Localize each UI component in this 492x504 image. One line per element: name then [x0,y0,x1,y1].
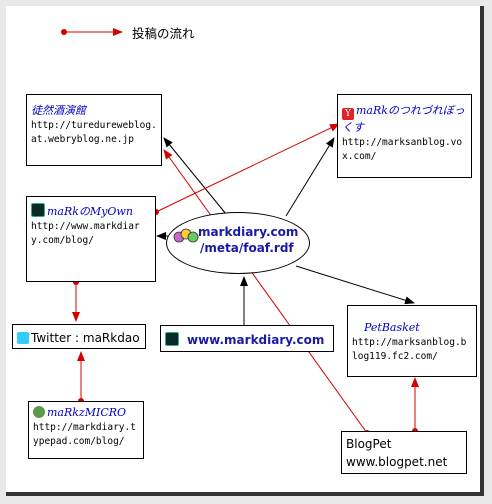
node-myown-url: http://www.markdiary.com/blog/ [31,220,140,246]
center-foaf-node [166,212,310,274]
node-petbasket-title: PetBasket [364,321,420,334]
node-myown: maRkのMyOwn http://www.markdiary.com/blog… [26,196,156,282]
arrow-center-to-tsurezure [163,137,227,215]
node-markdiary-label: www.markdiary.com [187,333,325,347]
typepad-icon [33,406,45,418]
vox-icon: Y [342,108,354,120]
node-vox-title: maRkのつれづれぼっくす [342,104,465,134]
node-vox-url: http://marksanblog.vox.com/ [342,136,463,162]
flow-micro-to-twitter [77,351,85,404]
node-micro-url: http://markdiary.typepad.com/blog/ [33,421,136,447]
node-micro-title: maRkzMICRO [47,406,127,419]
node-petbasket: PetBasket http://marksanblog.blog119.fc2… [347,305,477,377]
node-blogpet: BlogPet www.blogpet.net [341,431,467,474]
arrow-center-to-petbasket [295,265,415,305]
node-blogpet-line1: BlogPet [346,437,392,451]
center-line2: /meta/foaf.rdf [200,241,294,256]
flow-myown-to-twitter [72,279,80,322]
node-tsurezure: 徒然酒演館 http://turedureweblog.at.webryblog… [26,94,162,166]
arrow-center-to-vox [285,137,335,217]
flow-myown-to-vox [153,123,340,215]
node-twitter-label: Twitter : maRkdao [31,331,140,345]
twitter-icon [17,332,29,344]
node-markdiary: www.markdiary.com [160,325,334,352]
myown-icon [31,203,45,217]
node-blogpet-line2: www.blogpet.net [346,455,448,469]
foaf-icon [173,228,199,243]
legend-label: 投稿の流れ [132,26,195,41]
markdiary-icon [165,332,179,346]
center-label: markdiary.com /meta/foaf.rdf [198,224,306,256]
node-twitter: Twitter : maRkdao [12,324,146,349]
flow-blogpet-to-petbasket [411,377,419,434]
center-line1: markdiary.com [198,225,299,239]
node-myown-title: maRkのMyOwn [47,205,133,218]
node-tsurezure-title: 徒然酒演館 [31,104,86,117]
legend-arrow [61,28,123,36]
flow-blogpet-to-tsurezure [163,149,370,436]
node-petbasket-url: http://marksanblog.blog119.fc2.com/ [352,336,467,362]
node-micro: maRkzMICRO http://markdiary.typepad.com/… [28,401,144,459]
node-tsurezure-url: http://turedureweblog.at.webryblog.ne.jp [31,119,157,145]
